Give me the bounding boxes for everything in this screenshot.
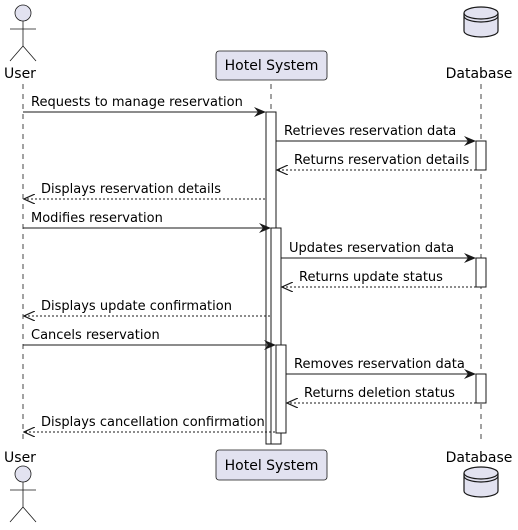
actor-user-bottom: User — [4, 450, 37, 523]
activation-bar — [475, 140, 487, 171]
activation-bar — [475, 257, 487, 288]
participant-hotel-system-top: Hotel System — [215, 50, 328, 81]
message-label-8: Displays update confirmation — [41, 299, 232, 314]
actor-user-top: User — [4, 4, 37, 82]
message-label-2: Retrieves reservation data — [284, 124, 456, 139]
participant-label-hotel-system: Hotel System — [225, 458, 319, 474]
activation-bar — [275, 344, 287, 434]
message-label-11: Returns deletion status — [304, 386, 455, 401]
message-label-5: Modifies reservation — [31, 211, 163, 226]
message-label-7: Returns update status — [299, 270, 443, 285]
message-label-1: Requests to manage reservation — [31, 95, 243, 110]
participant-hotel-system-bottom: Hotel System — [215, 449, 328, 481]
message-label-6: Updates reservation data — [289, 241, 454, 256]
activation-bar — [270, 227, 282, 445]
database-bottom: Database — [446, 450, 513, 498]
actor-icon — [14, 4, 32, 22]
participant-label-user: User — [4, 66, 36, 82]
actor-icon — [14, 465, 32, 483]
message-label-3: Returns reservation details — [294, 153, 469, 168]
participant-label-database: Database — [446, 450, 513, 466]
activation-bar — [475, 373, 487, 404]
participant-label-database: Database — [446, 66, 513, 82]
message-label-10: Removes reservation data — [294, 357, 465, 372]
message-label-4: Displays reservation details — [41, 182, 221, 197]
database-icon — [463, 6, 499, 38]
participant-label-user: User — [4, 450, 36, 466]
participant-label-hotel-system: Hotel System — [225, 58, 319, 74]
message-label-9: Cancels reservation — [31, 328, 160, 343]
database-top: Database — [446, 6, 513, 82]
database-icon — [463, 466, 499, 498]
message-label-12: Displays cancellation confirmation — [41, 415, 265, 430]
messages: Requests to manage reservationRetrieves … — [23, 95, 476, 432]
